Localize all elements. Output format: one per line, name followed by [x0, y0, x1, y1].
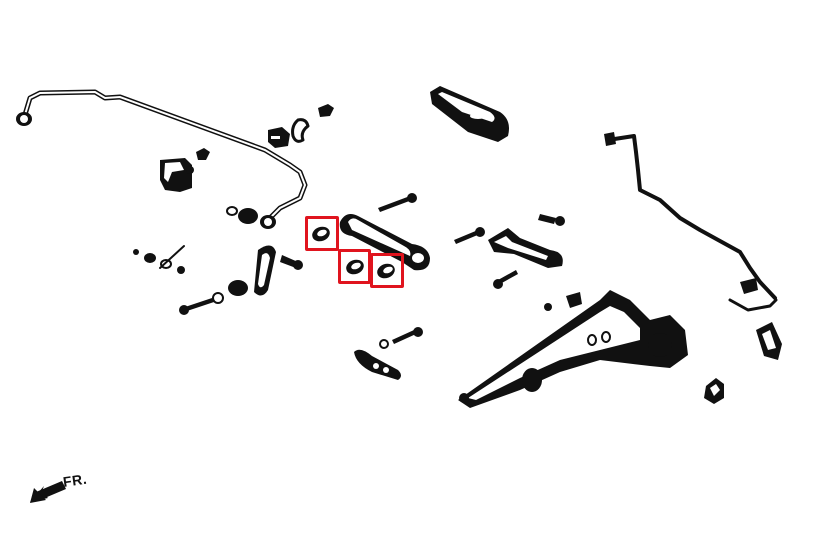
trailing-arm — [458, 290, 688, 408]
front-direction-label: FR. — [62, 470, 89, 490]
lower-arm — [454, 214, 565, 289]
highlighted-bushings — [312, 226, 395, 279]
abs-sensor-harness — [604, 132, 782, 360]
highlight-box-bushing-1 — [305, 216, 339, 251]
upper-arm — [430, 86, 509, 142]
knuckle-bushing — [704, 378, 724, 404]
stabilizer-bracket — [160, 148, 210, 192]
stabilizer-bar — [16, 89, 308, 229]
front-direction-arrow-icon — [30, 481, 66, 503]
stabilizer-bushings — [226, 104, 334, 224]
end-link — [133, 245, 303, 315]
compensator-arm — [339, 193, 430, 271]
highlight-box-bushing-3 — [370, 253, 404, 288]
bolts — [354, 327, 423, 380]
highlight-box-bushing-2 — [338, 249, 371, 284]
